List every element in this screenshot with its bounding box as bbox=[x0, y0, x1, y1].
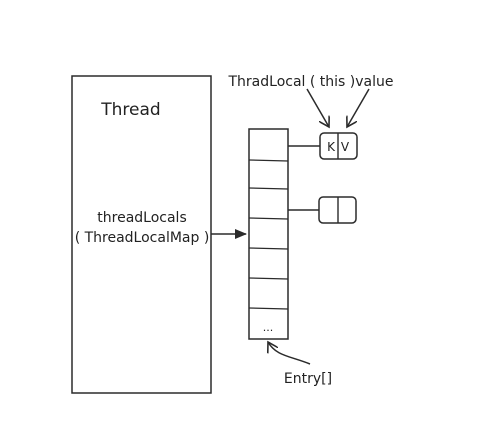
entry-box-empty bbox=[318, 196, 357, 224]
kv-annotation: ThradLocal ( this )value bbox=[228, 74, 394, 90]
entry-array: ... bbox=[248, 128, 289, 340]
entry-slot-divider bbox=[248, 159, 289, 162]
thread-locals-field: threadLocals bbox=[97, 210, 186, 226]
entry-value-label: V bbox=[341, 140, 350, 154]
entry-array-label: Entry[] bbox=[284, 371, 332, 387]
thread-title: Thread bbox=[100, 100, 160, 120]
entry-kv-box: K V bbox=[319, 132, 358, 160]
entry-array-label-arrow bbox=[268, 342, 311, 365]
entry-slot-divider bbox=[248, 187, 289, 190]
entry-slot-divider bbox=[248, 307, 289, 310]
entry-key-label: K bbox=[327, 140, 336, 154]
thread-locals-type: ( ThreadLocalMap ) bbox=[75, 230, 210, 246]
entry-slot-divider bbox=[248, 247, 289, 250]
value-annotation-arrow bbox=[347, 88, 370, 127]
entry-slot-divider bbox=[248, 277, 289, 280]
entry-array-box bbox=[248, 128, 289, 340]
key-annotation-arrow bbox=[306, 88, 329, 127]
entry-slot-divider bbox=[248, 217, 289, 220]
entry-ellipsis: ... bbox=[263, 321, 274, 334]
